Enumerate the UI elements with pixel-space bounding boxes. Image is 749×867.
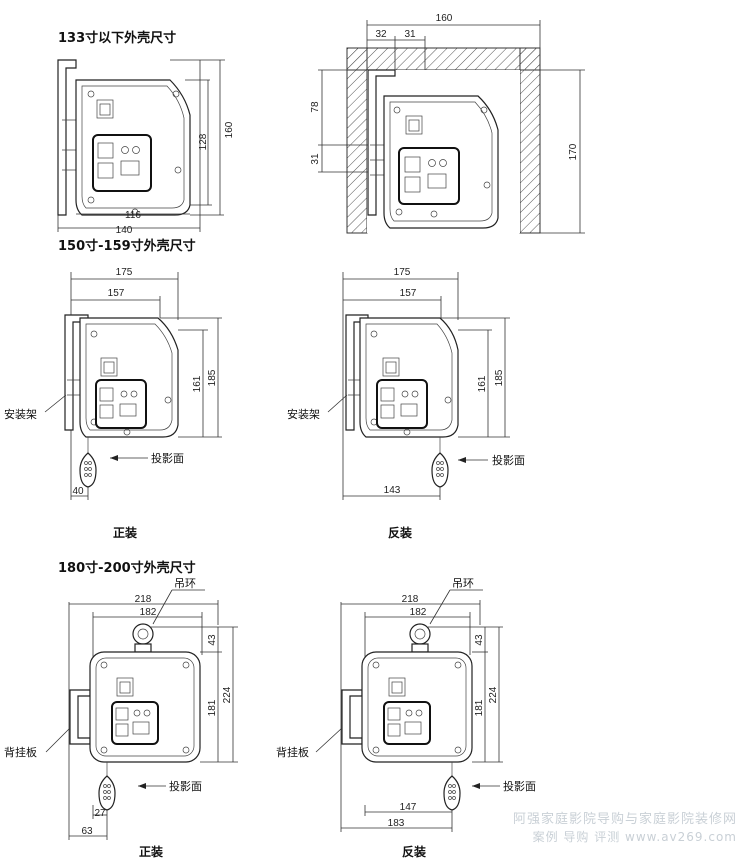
dim-175-right: 175 <box>394 267 411 278</box>
unit-180-left <box>45 589 238 840</box>
plate-label-left: 背挂板 <box>4 745 37 759</box>
unit-150-right <box>327 272 510 500</box>
section-title-150: 150寸-159寸外壳尺寸 <box>58 238 196 254</box>
dim-183: 183 <box>388 818 405 829</box>
dim-32: 32 <box>375 29 387 40</box>
dim-161-right: 161 <box>477 375 488 392</box>
dim-170: 170 <box>568 143 579 160</box>
dim-224-left: 224 <box>222 686 233 703</box>
ring-label-right: 吊环 <box>452 577 474 590</box>
dim-182-right: 182 <box>410 607 427 618</box>
dim-161-left: 161 <box>192 375 203 392</box>
dim-40: 40 <box>72 486 84 497</box>
bracket-label-left: 安装架 <box>4 407 37 421</box>
dim-182-left: 182 <box>140 607 157 618</box>
dim-63: 63 <box>81 826 93 837</box>
screen-label-s2-right: 投影面 <box>492 453 525 467</box>
screen-label-s3-left: 投影面 <box>169 779 202 793</box>
dim-181-right: 181 <box>474 699 485 716</box>
unit-180-right <box>315 589 503 832</box>
section-title-180: 180寸-200寸外壳尺寸 <box>58 560 196 576</box>
ring-label-left: 吊环 <box>174 577 196 590</box>
unit-133-left <box>57 59 225 232</box>
dim-218-right: 218 <box>402 594 419 605</box>
dim-157-right: 157 <box>400 288 417 299</box>
watermark-line1: 阿强家庭影院导购与家庭影院装修网 <box>513 811 737 827</box>
section-title-133: 133寸以下外壳尺寸 <box>58 30 176 46</box>
caption-reverse-s3: 反装 <box>402 844 426 859</box>
dim-31-top: 31 <box>404 29 416 40</box>
dim-128: 128 <box>198 133 209 150</box>
dim-160: 160 <box>224 121 235 138</box>
dim-175-left: 175 <box>116 267 133 278</box>
dim-143: 143 <box>384 485 401 496</box>
screen-label-s3-right: 投影面 <box>503 779 536 793</box>
dim-27: 27 <box>94 808 106 819</box>
caption-reverse-s2: 反装 <box>388 525 412 540</box>
plate-label-right: 背挂板 <box>276 745 309 759</box>
dim-185-left: 185 <box>207 369 218 386</box>
dim-116: 116 <box>125 210 141 221</box>
unit-150-left <box>44 272 222 500</box>
dim-43-left: 43 <box>207 634 218 646</box>
dim-147: 147 <box>400 802 417 813</box>
dim-31-side: 31 <box>310 153 321 165</box>
unit-133-right <box>318 20 585 234</box>
dim-218-left: 218 <box>135 594 152 605</box>
caption-normal-s2: 正装 <box>113 525 137 540</box>
dim-157-left: 157 <box>108 288 125 299</box>
dim-181-left: 181 <box>207 699 218 716</box>
watermark-line2: 案例 导购 评测 www.av269.com <box>533 829 737 844</box>
bracket-label-right: 安装架 <box>287 407 320 421</box>
dim-140: 140 <box>116 225 133 236</box>
dim-185-right: 185 <box>494 369 505 386</box>
caption-normal-s3: 正装 <box>139 844 163 859</box>
dim-224-right: 224 <box>488 686 499 703</box>
dim-160-top: 160 <box>436 13 453 24</box>
dim-43-right: 43 <box>474 634 485 646</box>
screen-label-s2-left: 投影面 <box>151 451 184 465</box>
dim-78: 78 <box>310 101 321 113</box>
